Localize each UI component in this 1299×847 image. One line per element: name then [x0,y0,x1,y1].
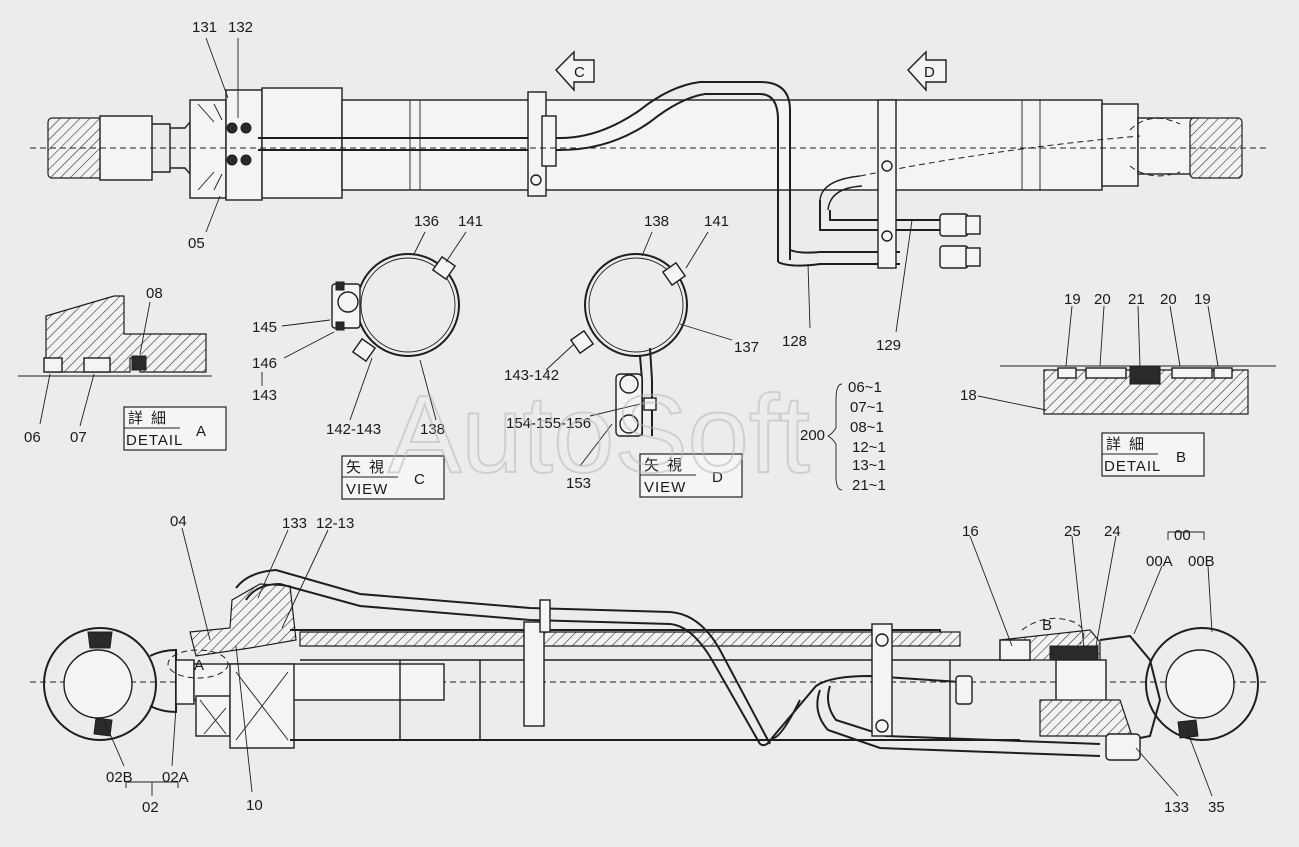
bottom-cylinder: B A [30,568,1270,761]
label-132: 132 [228,19,253,36]
label-00b: 00B [1188,553,1215,570]
label-00: 00 [1174,527,1191,544]
label-136: 136 [414,213,439,230]
label-35: 35 [1208,799,1225,816]
detail-b-box: 詳細 DETAIL B [1101,432,1205,477]
view-c-figure [281,231,467,421]
label-153: 153 [566,475,591,492]
svg-text:A: A [196,423,206,440]
svg-text:06~1: 06~1 [848,379,882,396]
label-138-c: 138 [420,421,445,438]
label-129: 129 [876,337,901,354]
label-12-13: 12-13 [316,515,354,532]
label-05: 05 [188,235,205,252]
svg-text:VIEW: VIEW [346,481,388,498]
svg-text:21~1: 21~1 [852,477,886,494]
top-leaders [205,37,913,333]
label-08: 08 [146,285,163,302]
label-02: 02 [142,799,159,816]
svg-text:D: D [924,64,935,81]
label-141-d: 141 [704,213,729,230]
view-d-figure [545,231,733,467]
label-146: 146 [252,355,277,372]
label-138-d: 138 [644,213,669,230]
bottom-leaders [103,527,1213,797]
label-20-a: 20 [1094,291,1111,308]
label-143: 143 [252,387,277,404]
view-c-box: 矢視 VIEW C [341,455,445,500]
label-07: 07 [70,429,87,446]
top-cylinder: C D [30,50,1268,269]
label-143-142: 143-142 [504,367,559,384]
top-clamp-d [877,99,897,269]
svg-text:07~1: 07~1 [850,399,884,416]
label-137: 137 [734,339,759,356]
svg-text:B: B [1042,617,1052,634]
label-24: 24 [1104,523,1121,540]
svg-text:DETAIL: DETAIL [126,432,183,449]
label-200: 200 [800,427,825,444]
detail-b-figure [977,305,1276,415]
label-133-top: 133 [282,515,307,532]
svg-text:詳細: 詳細 [128,410,174,427]
top-head [225,89,263,201]
label-25: 25 [1064,523,1081,540]
detail-a-figure [18,295,212,427]
view-arrow-c: C [555,50,595,92]
label-04: 04 [170,513,187,530]
label-02a: 02A [162,769,189,786]
svg-text:VIEW: VIEW [644,479,686,496]
svg-text:D: D [712,469,723,486]
label-21: 21 [1128,291,1145,308]
svg-text:詳細: 詳細 [1106,436,1152,453]
label-131: 131 [192,19,217,36]
label-145: 145 [252,319,277,336]
seal-kit-list: 200 06~1 07~1 08~1 12~1 13~1 21~1 [800,379,886,494]
svg-text:DETAIL: DETAIL [1104,458,1161,475]
svg-text:矢視: 矢視 [346,459,392,476]
svg-text:C: C [414,471,425,488]
label-19-a: 19 [1064,291,1081,308]
label-10: 10 [246,797,263,814]
label-141-c: 141 [458,213,483,230]
label-20-b: 20 [1160,291,1177,308]
label-02b: 02B [106,769,133,786]
label-128: 128 [782,333,807,350]
top-tube-collar [261,87,343,199]
top-rod-eye-left [47,117,107,179]
svg-text:08~1: 08~1 [850,419,884,436]
svg-text:A: A [194,657,204,674]
label-154-155-156: 154-155-156 [506,415,591,432]
label-16: 16 [962,523,979,540]
detail-a-box: 詳細 DETAIL A [123,406,227,451]
top-tube [341,99,1103,191]
label-142-143: 142-143 [326,421,381,438]
svg-text:12~1: 12~1 [852,439,886,456]
label-00a: 00A [1146,553,1173,570]
svg-text:矢視: 矢視 [644,457,690,474]
view-arrow-d: D [907,50,947,92]
label-06: 06 [24,429,41,446]
svg-text:C: C [574,64,585,81]
view-d-box: 矢視 VIEW D [639,453,743,498]
svg-text:B: B [1176,449,1186,466]
label-19-b: 19 [1194,291,1211,308]
label-133-bottom: 133 [1164,799,1189,816]
svg-text:13~1: 13~1 [852,457,886,474]
label-18: 18 [960,387,977,404]
watermark-text: AutoSoft [388,373,810,496]
